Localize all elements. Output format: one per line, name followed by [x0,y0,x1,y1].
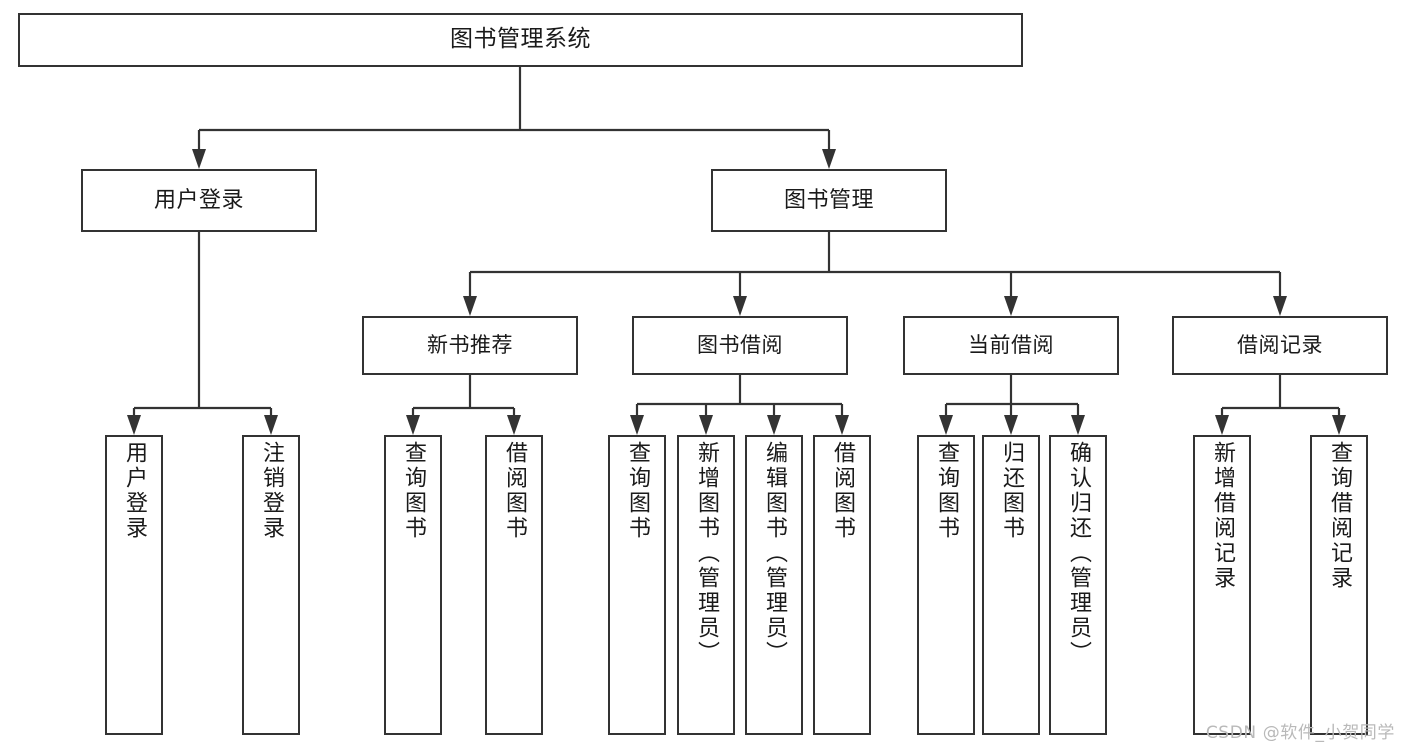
node-current-borrow[interactable]: 当前借阅 [903,316,1119,375]
csdn-watermark: CSDN @软件_小贺同学 [1205,723,1395,743]
node-new-book-recommend-label: 新书推荐 [427,333,513,358]
leaf-user-login-logout-label: 注销登录 [259,441,284,541]
leaf-newbook-query-book-label: 查询图书 [401,441,426,541]
arrow-newbook-leaf2 [507,415,521,435]
leaf-user-login-login[interactable]: 用户登录 [105,435,163,735]
leaf-borrowrecord-query-record-label: 查询借阅记录 [1327,441,1352,591]
node-user-login[interactable]: 用户登录 [81,169,317,232]
arrow-to-borrowrecord [1273,296,1287,316]
leaf-currentborrow-query-book-label: 查询图书 [934,441,959,541]
leaf-bookborrow-query-book-label: 查询图书 [625,441,650,541]
leaf-borrowrecord-add-record-label: 新增借阅记录 [1210,441,1235,591]
node-borrow-record-label: 借阅记录 [1237,333,1323,358]
arrow-bookborrow-leaf3 [767,415,781,435]
leaf-currentborrow-confirm-return[interactable]: 确认归还（管理员） [1049,435,1107,735]
arrow-currentborrow-leaf1 [939,415,953,435]
arrow-to-bookborrow [733,296,747,316]
arrow-userlogin-leaf1 [127,415,141,435]
leaf-bookborrow-query-book[interactable]: 查询图书 [608,435,666,735]
arrow-to-newbook [463,296,477,316]
arrow-bookborrow-leaf4 [835,415,849,435]
node-book-management-label: 图书管理 [783,187,874,213]
leaf-bookborrow-edit-book-label: 编辑图书（管理员） [762,441,787,666]
arrow-userlogin-leaf2 [264,415,278,435]
leaf-bookborrow-edit-book[interactable]: 编辑图书（管理员） [745,435,803,735]
arrow-borrowrecord-leaf1 [1215,415,1229,435]
arrow-borrowrecord-leaf2 [1332,415,1346,435]
arrow-to-user-login [192,149,206,169]
leaf-bookborrow-add-book-label: 新增图书（管理员） [694,441,719,666]
leaf-newbook-borrow-book[interactable]: 借阅图书 [485,435,543,735]
arrow-newbook-leaf1 [406,415,420,435]
leaf-currentborrow-confirm-return-label: 确认归还（管理员） [1066,441,1091,666]
node-user-login-label: 用户登录 [153,187,244,213]
arrow-currentborrow-leaf2 [1004,415,1018,435]
arrow-bookborrow-leaf1 [630,415,644,435]
leaf-bookborrow-borrow-book-label: 借阅图书 [830,441,855,541]
arrow-currentborrow-leaf3 [1071,415,1085,435]
node-root-label: 图书管理系统 [450,26,591,53]
leaf-currentborrow-return-book[interactable]: 归还图书 [982,435,1040,735]
node-root-system[interactable]: 图书管理系统 [18,13,1023,67]
leaf-bookborrow-add-book[interactable]: 新增图书（管理员） [677,435,735,735]
node-book-borrow-label: 图书借阅 [697,333,783,358]
leaf-borrowrecord-query-record[interactable]: 查询借阅记录 [1310,435,1368,735]
leaf-bookborrow-borrow-book[interactable]: 借阅图书 [813,435,871,735]
leaf-currentborrow-query-book[interactable]: 查询图书 [917,435,975,735]
leaf-user-login-login-label: 用户登录 [122,441,147,541]
node-book-borrow[interactable]: 图书借阅 [632,316,848,375]
leaf-newbook-query-book[interactable]: 查询图书 [384,435,442,735]
leaf-user-login-logout[interactable]: 注销登录 [242,435,300,735]
leaf-currentborrow-return-book-label: 归还图书 [999,441,1024,541]
arrow-bookborrow-leaf2 [699,415,713,435]
arrow-to-book-mgmt [822,149,836,169]
arrow-to-currentborrow [1004,296,1018,316]
node-book-management[interactable]: 图书管理 [711,169,947,232]
node-new-book-recommend[interactable]: 新书推荐 [362,316,578,375]
node-current-borrow-label: 当前借阅 [968,333,1054,358]
leaf-borrowrecord-add-record[interactable]: 新增借阅记录 [1193,435,1251,735]
leaf-newbook-borrow-book-label: 借阅图书 [502,441,527,541]
node-borrow-record[interactable]: 借阅记录 [1172,316,1388,375]
